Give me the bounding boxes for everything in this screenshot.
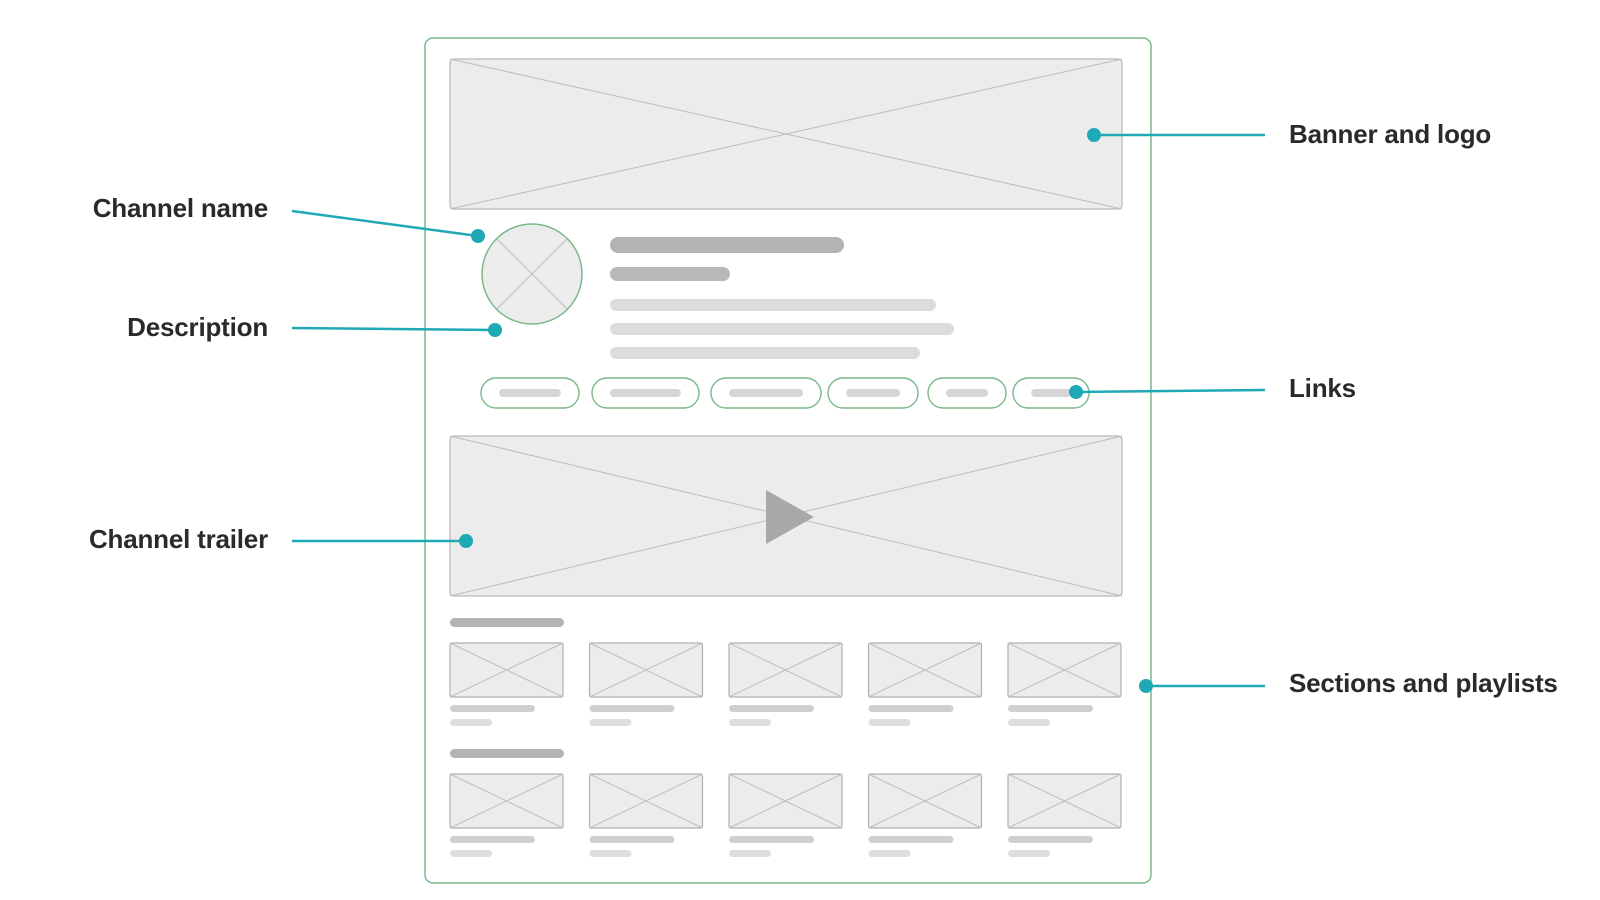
video-meta-bar bbox=[589, 719, 632, 726]
video-title-bar bbox=[1008, 836, 1093, 843]
video-meta-bar bbox=[868, 719, 911, 726]
playlist-section bbox=[449, 749, 1122, 857]
description-line bbox=[610, 323, 954, 335]
channel-name-bar bbox=[610, 237, 844, 253]
annotation-connectors bbox=[291, 128, 1266, 693]
video-title-bar bbox=[589, 836, 675, 843]
video-thumbnail bbox=[867, 642, 983, 726]
video-title-bar bbox=[729, 705, 814, 712]
video-meta-bar bbox=[1008, 850, 1050, 857]
video-title-bar bbox=[1008, 705, 1093, 712]
video-meta-bar bbox=[729, 850, 771, 857]
link-pill bbox=[710, 377, 822, 409]
video-meta-bar bbox=[729, 719, 771, 726]
video-thumbnail bbox=[449, 642, 564, 726]
description-line bbox=[610, 347, 920, 359]
video-title-bar bbox=[868, 836, 954, 843]
video-meta-bar bbox=[450, 850, 492, 857]
link-pill bbox=[480, 377, 580, 409]
label-channel-trailer: Channel trailer bbox=[88, 524, 268, 554]
sections-and-playlists bbox=[449, 618, 1122, 857]
playlist-section bbox=[449, 618, 1122, 726]
video-meta-bar bbox=[868, 850, 911, 857]
video-title-bar bbox=[589, 705, 675, 712]
section-title-bar bbox=[450, 749, 564, 758]
link-pill bbox=[927, 377, 1007, 409]
channel-handle-bar bbox=[610, 267, 730, 281]
video-thumbnail bbox=[588, 773, 704, 857]
avatar-placeholder bbox=[481, 223, 583, 325]
video-thumbnail bbox=[588, 642, 704, 726]
label-channel-name: Channel name bbox=[92, 193, 269, 223]
banner-placeholder bbox=[449, 58, 1123, 210]
video-thumbnail bbox=[728, 773, 843, 857]
video-title-bar bbox=[868, 705, 954, 712]
channel-trailer-placeholder bbox=[449, 435, 1123, 597]
video-thumbnail bbox=[728, 642, 843, 726]
video-thumbnail bbox=[867, 773, 983, 857]
link-pill bbox=[591, 377, 700, 409]
video-title-bar bbox=[450, 705, 535, 712]
links-row bbox=[480, 377, 1090, 409]
play-icon bbox=[766, 490, 814, 544]
video-thumbnail bbox=[1007, 773, 1122, 857]
description-line bbox=[610, 299, 936, 311]
video-meta-bar bbox=[1008, 719, 1050, 726]
video-title-bar bbox=[450, 836, 535, 843]
video-meta-bar bbox=[450, 719, 492, 726]
label-banner-and-logo: Banner and logo bbox=[1289, 119, 1492, 149]
label-description: Description bbox=[127, 312, 268, 342]
link-pill bbox=[827, 377, 919, 409]
label-sections-and-playlists: Sections and playlists bbox=[1289, 668, 1558, 698]
video-meta-bar bbox=[589, 850, 632, 857]
video-thumbnail bbox=[1007, 642, 1122, 726]
section-title-bar bbox=[450, 618, 564, 627]
label-links: Links bbox=[1289, 373, 1356, 403]
video-thumbnail bbox=[449, 773, 564, 857]
video-title-bar bbox=[729, 836, 814, 843]
